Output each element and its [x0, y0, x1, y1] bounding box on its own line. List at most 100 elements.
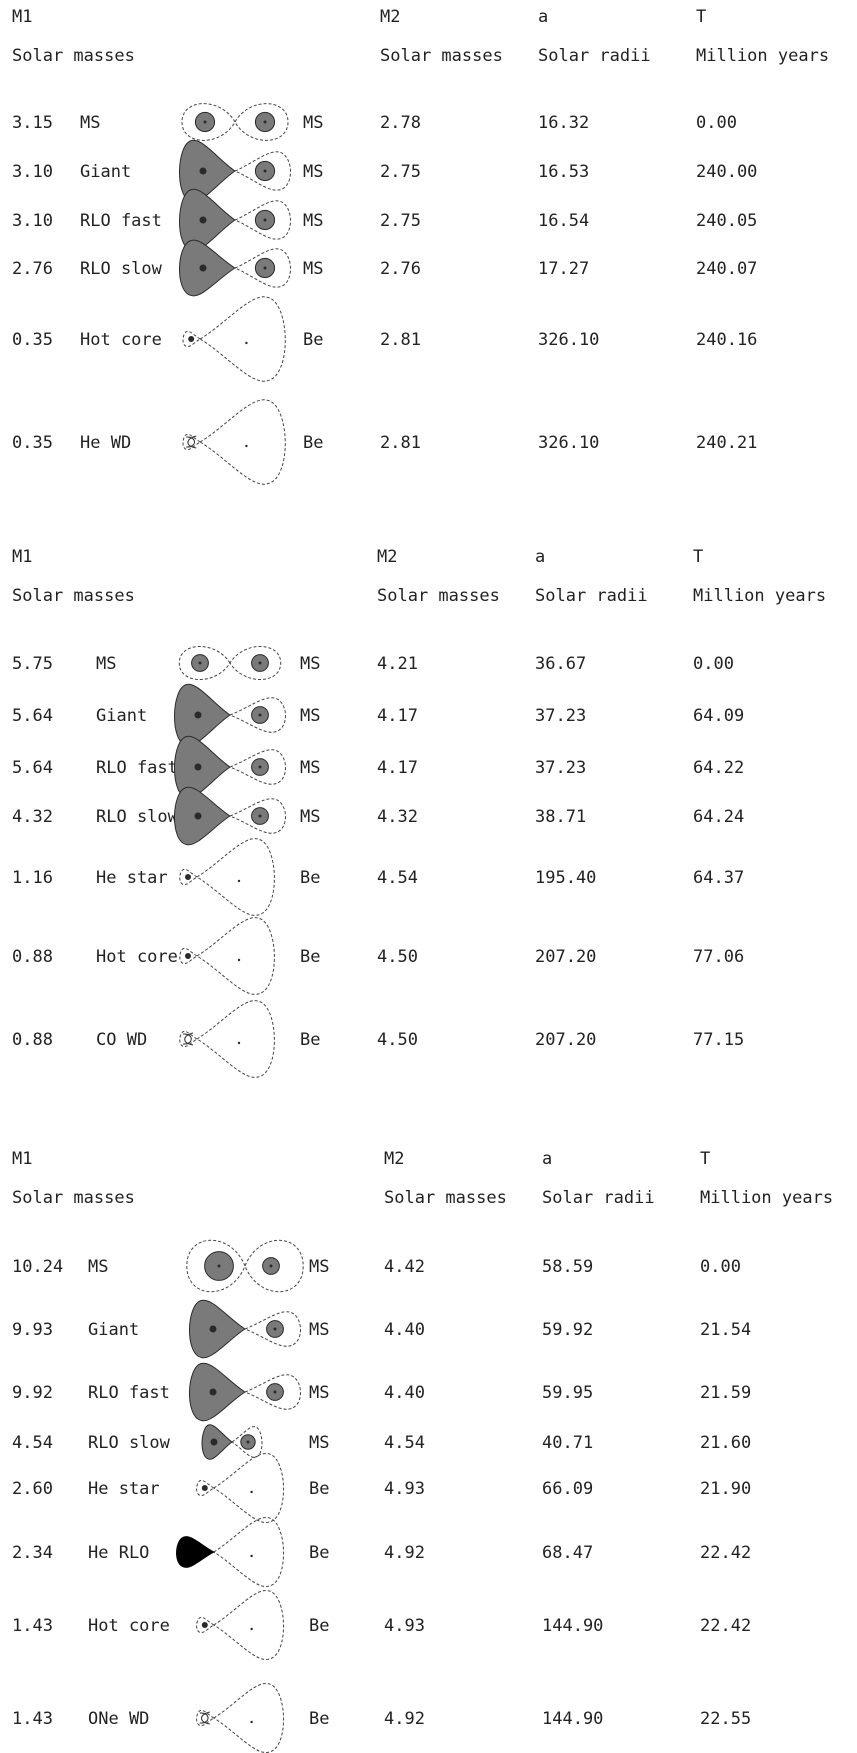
cell-m1: 5.64: [12, 706, 53, 726]
cell-stage: He star: [88, 1479, 160, 1499]
filled-roche-lobe: [174, 736, 231, 798]
cell-stage: MS: [96, 654, 116, 674]
cell-companion: Be: [300, 947, 320, 967]
cell-a: 58.59: [542, 1257, 593, 1277]
star-core: [258, 814, 262, 818]
roche-lobe-outline: [212, 1453, 284, 1523]
filled-roche-lobe: [174, 786, 231, 846]
header-a-unit: Solar radii: [542, 1188, 655, 1208]
star-core: [194, 711, 202, 719]
cell-m1: 10.24: [12, 1257, 63, 1277]
cell-m2: 4.17: [377, 758, 418, 778]
roche-lobe-outline: [196, 838, 275, 916]
roche-lobe-outline: [212, 1517, 284, 1587]
cell-t: 0.00: [700, 1257, 741, 1277]
cell-companion: MS: [303, 162, 323, 182]
roche-lobe-outline: [243, 1311, 301, 1347]
binary-system-icon: [179, 189, 291, 251]
cell-a: 144.90: [542, 1709, 603, 1729]
cell-companion: MS: [303, 113, 323, 133]
star-core: [194, 812, 202, 820]
roche-lobe-outline: [196, 1000, 275, 1078]
cell-m2: 2.75: [380, 162, 421, 182]
cell-m1: 1.43: [12, 1616, 53, 1636]
cell-stage: RLO fast: [96, 758, 178, 778]
header-m2-unit: Solar masses: [377, 586, 500, 606]
roche-lobe-outline: [179, 947, 199, 965]
cell-m1: 4.54: [12, 1433, 53, 1453]
roche-lobe-outline: [182, 433, 202, 451]
filled-roche-lobe: [179, 189, 236, 251]
helium-rlo-lobe: [176, 1536, 215, 1568]
roche-lobe-outline: [228, 697, 286, 733]
cell-m1: 3.15: [12, 113, 53, 133]
cell-stage: RLO fast: [80, 211, 162, 231]
cell-m2: 4.92: [384, 1709, 425, 1729]
cell-a: 38.71: [535, 807, 586, 827]
binary-system-icon: [196, 1683, 284, 1753]
cell-a: 195.40: [535, 868, 596, 888]
cell-m2: 4.50: [377, 947, 418, 967]
header-m1: M1: [12, 1149, 32, 1169]
cell-companion: MS: [303, 259, 323, 279]
header-m1: M1: [12, 7, 32, 27]
header-t: T: [696, 7, 706, 27]
cell-m2: 2.76: [380, 259, 421, 279]
hot-core-dot: [201, 1622, 208, 1628]
cell-stage: CO WD: [96, 1030, 147, 1050]
roche-lobe-outline: [199, 296, 286, 382]
cell-a: 66.09: [542, 1479, 593, 1499]
cell-companion: MS: [309, 1320, 329, 1340]
star-core: [246, 1440, 250, 1444]
cell-a: 16.54: [538, 211, 589, 231]
header-m2: M2: [384, 1149, 404, 1169]
header-m2-unit: Solar masses: [380, 46, 503, 66]
cell-stage: Giant: [96, 706, 147, 726]
cell-a: 37.23: [535, 758, 586, 778]
roche-lobe-outline: [212, 1683, 284, 1753]
star-core: [258, 713, 262, 717]
cell-t: 21.60: [700, 1433, 751, 1453]
star-core: [258, 765, 262, 769]
header-t-unit: Million years: [700, 1188, 833, 1208]
roche-lobe-outline: [212, 1590, 284, 1660]
cell-stage: He RLO: [88, 1543, 149, 1563]
cell-t: 21.90: [700, 1479, 751, 1499]
cell-m1: 4.32: [12, 807, 53, 827]
cell-stage: ONe WD: [88, 1709, 149, 1729]
cell-m1: 0.88: [12, 947, 53, 967]
cell-companion: Be: [309, 1616, 329, 1636]
header-a: a: [538, 7, 548, 27]
cell-a: 144.90: [542, 1616, 603, 1636]
cell-m1: 5.64: [12, 758, 53, 778]
cell-t: 0.00: [693, 654, 734, 674]
roche-lobe-outline: [233, 151, 291, 191]
roche-lobe-outline: [243, 1374, 301, 1410]
star-core: [199, 216, 207, 224]
cell-a: 59.95: [542, 1383, 593, 1403]
cell-companion: Be: [309, 1709, 329, 1729]
be-star-core: [237, 1041, 241, 1045]
cell-companion: MS: [309, 1433, 329, 1453]
header-m1-unit: Solar masses: [12, 1188, 135, 1208]
cell-t: 240.07: [696, 259, 757, 279]
roche-lobe-outline: [233, 200, 291, 240]
binary-system-icon: [196, 1453, 284, 1523]
roche-lobe-outline: [186, 1239, 304, 1293]
cell-companion: MS: [300, 758, 320, 778]
cell-a: 16.53: [538, 162, 589, 182]
star-core: [263, 266, 267, 270]
cell-stage: RLO slow: [96, 807, 179, 827]
roche-lobe-outline: [196, 1709, 215, 1727]
star-core: [210, 1438, 218, 1446]
roche-lobe-outline: [196, 1479, 215, 1497]
cell-m2: 4.50: [377, 1030, 418, 1050]
